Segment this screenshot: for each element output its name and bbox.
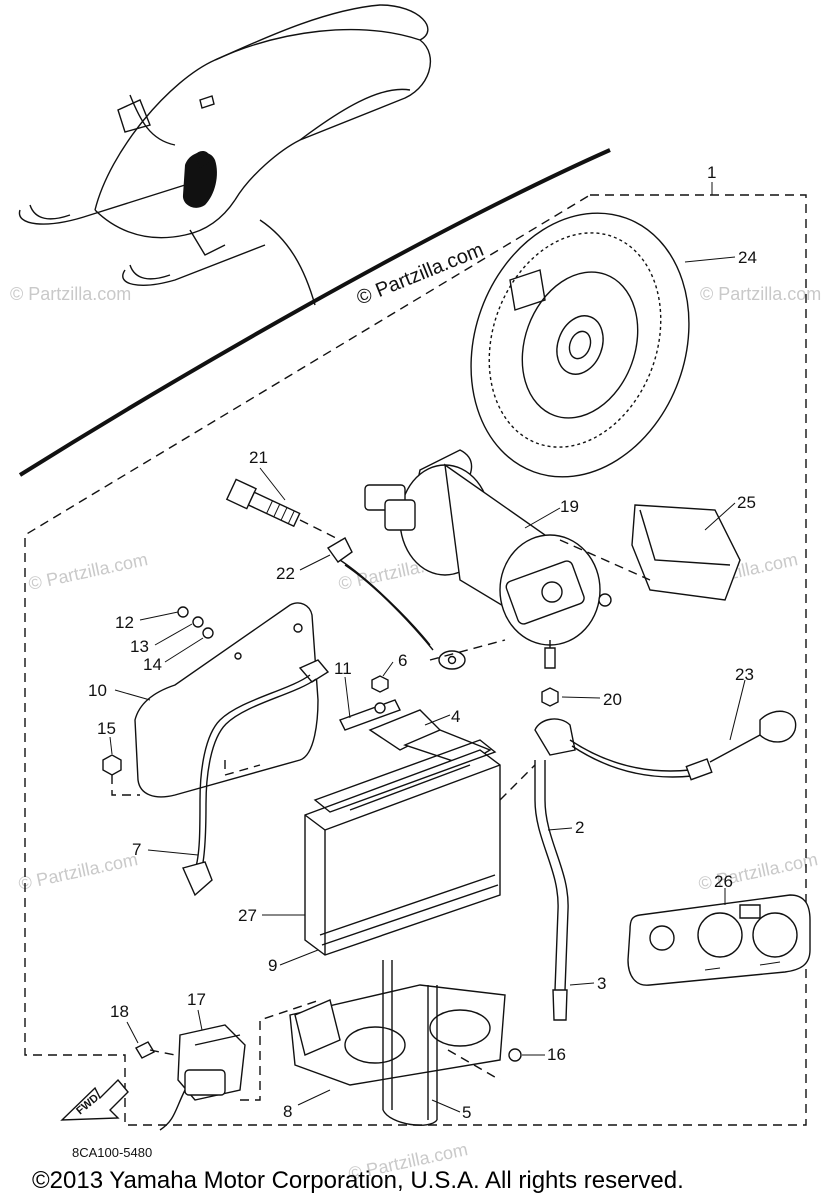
battery-tray [289, 960, 522, 1126]
callout-11: 11 [334, 659, 352, 678]
watermark-main: © Partzilla.com [354, 239, 487, 310]
callouts: 1 24 21 19 25 22 12 13 14 10 11 6 4 20 2… [88, 163, 757, 1122]
starter-relay [135, 999, 321, 1131]
callout-21: 21 [249, 448, 268, 467]
callout-5: 5 [462, 1103, 471, 1122]
watermark: © Partzilla.com [700, 284, 821, 304]
callout-10: 10 [88, 681, 107, 700]
starter-cable [326, 537, 506, 670]
callout-2: 2 [575, 818, 584, 837]
callout-22: 22 [276, 564, 295, 583]
watermark: © Partzilla.com [10, 284, 131, 304]
callout-24: 24 [738, 248, 757, 267]
callout-19: 19 [560, 497, 579, 516]
callout-4: 4 [451, 707, 460, 726]
starter-motor [364, 449, 612, 669]
callout-6: 6 [398, 651, 407, 670]
callout-18: 18 [110, 1002, 129, 1021]
copyright-notice: ©2013 Yamaha Motor Corporation, U.S.A. A… [32, 1167, 684, 1194]
leader-lines [109, 256, 746, 1113]
callout-8: 8 [283, 1102, 292, 1121]
flywheel [470, 212, 690, 478]
panel-part-26 [627, 894, 811, 986]
insulator-block [559, 504, 741, 601]
callout-13: 13 [130, 637, 149, 656]
callout-12: 12 [115, 613, 134, 632]
callout-20: 20 [603, 690, 622, 709]
snowmobile-illustration [18, 4, 431, 306]
bolt-part-21 [225, 478, 301, 528]
watermark: © Partzilla.com [27, 549, 150, 594]
nut-part-15 [102, 754, 140, 796]
callout-3: 3 [597, 974, 606, 993]
callout-25: 25 [737, 493, 756, 512]
battery [304, 739, 501, 956]
callout-26: 26 [714, 872, 733, 891]
battery-cover [134, 602, 319, 798]
figure-code: 8CA100-5480 [72, 1145, 152, 1160]
breather-tube [499, 760, 569, 1021]
section-divider [18, 148, 611, 477]
callout-14: 14 [143, 655, 162, 674]
callout-16: 16 [547, 1045, 566, 1064]
cable-23 [534, 687, 797, 781]
callout-23: 23 [735, 665, 754, 684]
callout-17: 17 [187, 990, 206, 1009]
watermark: © Partzilla.com [17, 849, 140, 894]
battery-strap [339, 675, 492, 766]
callout-15: 15 [97, 719, 116, 738]
callout-7: 7 [132, 840, 141, 859]
callout-9: 9 [268, 956, 277, 975]
fwd-arrow-icon: FWD [60, 1078, 129, 1121]
callout-1: 1 [707, 163, 716, 182]
callout-27: 27 [238, 906, 257, 925]
battery-lead [182, 659, 330, 897]
